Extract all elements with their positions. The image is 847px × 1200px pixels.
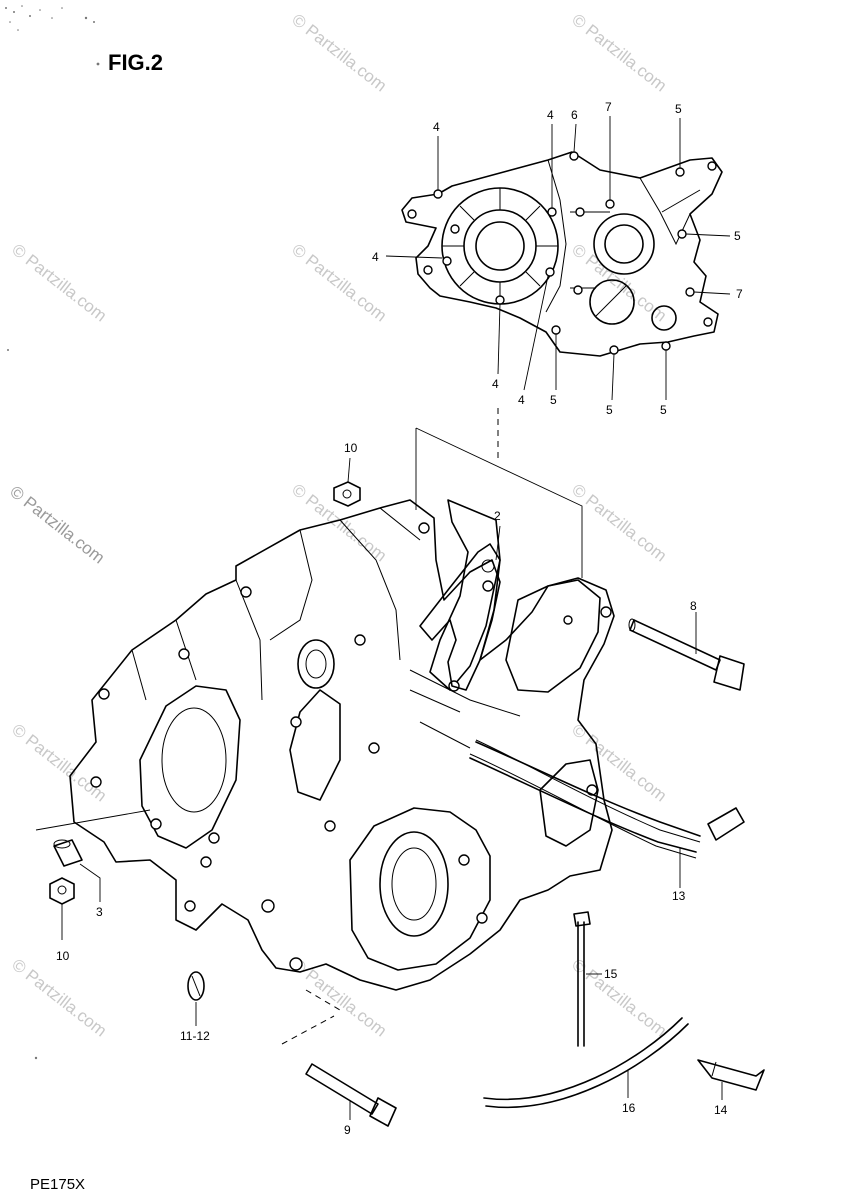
- callout-5: 5: [550, 393, 557, 407]
- callout-6: 6: [571, 108, 578, 122]
- callout-14: 14: [714, 1103, 728, 1117]
- dowel-part-3: [35, 809, 151, 902]
- nut-part-10: [49, 457, 361, 940]
- hose-part-13: [469, 741, 745, 888]
- callout-3: 3: [96, 905, 103, 919]
- callout-15: 15: [604, 967, 618, 981]
- scan-noise: [5, 5, 100, 1060]
- callout-8: 8: [690, 599, 697, 613]
- callout-10: 10: [344, 441, 358, 455]
- callout-5: 5: [734, 229, 741, 243]
- crankcase-cover: [401, 151, 723, 357]
- hose-part-16: [483, 1017, 689, 1109]
- clip-part-14: [697, 1059, 765, 1100]
- callout-7: 7: [605, 100, 612, 114]
- callout-11-12: 11-12: [180, 1029, 210, 1043]
- callout-10: 10: [56, 949, 70, 963]
- callout-4: 4: [518, 393, 525, 407]
- callout-9: 9: [344, 1123, 351, 1137]
- assembly-guide-lines: [415, 408, 583, 578]
- callout-5: 5: [606, 403, 613, 417]
- callout-13: 13: [672, 889, 686, 903]
- callout-labels: 4 4 6 7 5 4 5 7 4 4 5 5 5 10 2 8 13 3 10…: [56, 100, 743, 1137]
- callout-4: 4: [372, 250, 379, 264]
- cover-leaders: [385, 116, 731, 401]
- callout-4: 4: [433, 120, 440, 134]
- callout-5: 5: [675, 102, 682, 116]
- callout-2: 2: [494, 509, 501, 523]
- callout-16: 16: [622, 1101, 636, 1115]
- rod-part-15: [573, 911, 602, 1047]
- model-code: PE175X: [30, 1176, 86, 1193]
- bolt-part-8: [628, 612, 745, 691]
- bolt-part-9: [281, 989, 397, 1127]
- plug-part-11-12: [187, 971, 205, 1026]
- callout-7: 7: [736, 287, 743, 301]
- figure-title: FIG.2: [108, 50, 164, 75]
- crankcase-body: [69, 499, 701, 991]
- callout-4: 4: [547, 108, 554, 122]
- gasket: [419, 543, 501, 691]
- callout-4: 4: [492, 377, 499, 391]
- callout-5: 5: [660, 403, 667, 417]
